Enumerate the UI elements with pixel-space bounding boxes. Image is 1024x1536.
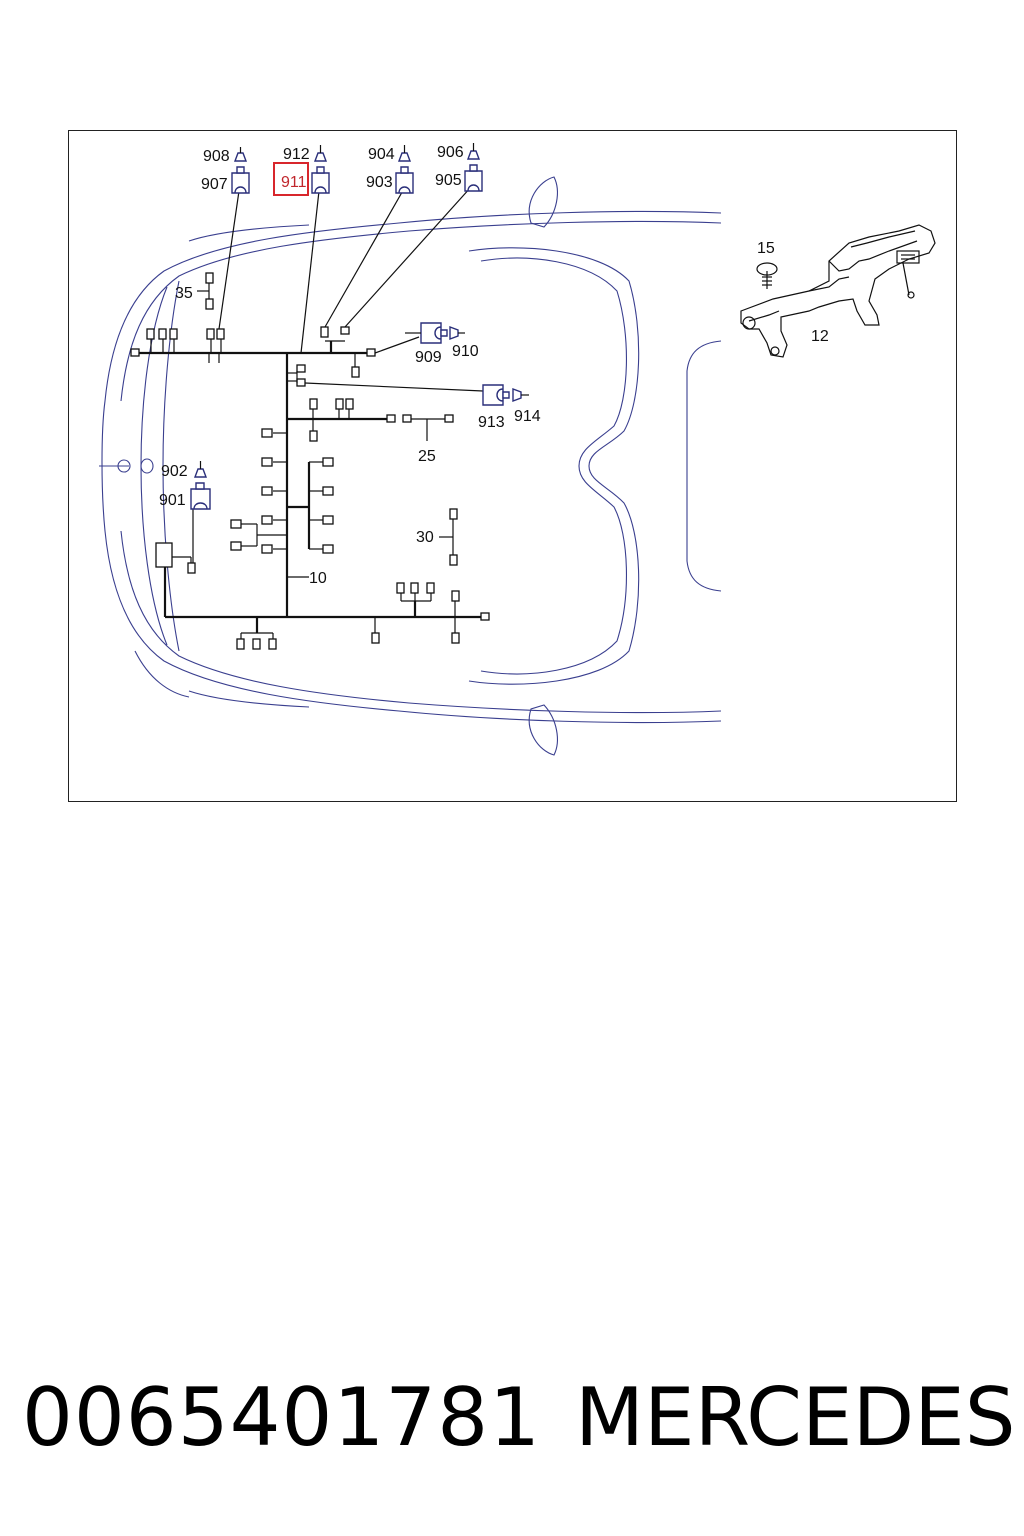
callout-901: 901	[159, 492, 186, 509]
parts-diagram-frame: 908 907 912 911 904 903 906 905 35 909 9…	[68, 130, 957, 802]
connector-907	[231, 166, 250, 194]
callout-35: 35	[175, 285, 193, 302]
connector-908	[233, 147, 248, 162]
wiring-harness	[130, 186, 490, 650]
callout-10: 10	[309, 570, 327, 587]
car-body-outline	[99, 176, 722, 756]
callout-912: 912	[283, 146, 310, 163]
brand-name: MERCEDES	[575, 1371, 1016, 1464]
callout-905: 905	[435, 172, 462, 189]
callout-25: 25	[418, 448, 436, 465]
callout-909: 909	[415, 349, 442, 366]
callout-914: 914	[514, 408, 541, 425]
callout-907: 907	[201, 176, 228, 193]
connector-910	[449, 325, 465, 341]
callout-30: 30	[416, 529, 434, 546]
connector-913	[482, 384, 510, 406]
callout-906: 906	[437, 144, 464, 161]
callout-913: 913	[478, 414, 505, 431]
connector-904	[397, 145, 412, 162]
connector-906	[466, 143, 481, 160]
connector-912	[313, 145, 328, 162]
screw-part-15	[756, 262, 778, 289]
part-number: 0065401781	[22, 1371, 541, 1464]
callout-labels: 908 907 912 911 904 903 906 905 35 909 9…	[159, 144, 829, 587]
callout-911: 911	[281, 174, 307, 191]
callout-910: 910	[452, 343, 479, 360]
callout-903: 903	[366, 174, 393, 191]
callout-15: 15	[757, 240, 775, 257]
callout-12: 12	[811, 328, 829, 345]
callout-904: 904	[368, 146, 395, 163]
callout-902: 902	[161, 463, 188, 480]
bracket-part-12	[740, 224, 936, 358]
highlight-box-911	[273, 162, 309, 196]
callout-908: 908	[203, 148, 230, 165]
connector-housings	[190, 143, 529, 510]
footer: 0065401781 MERCEDES	[0, 1368, 1024, 1468]
connector-903	[395, 166, 414, 194]
connector-909	[405, 322, 448, 344]
wiring-harness-diagram: 908 907 912 911 904 903 906 905 35 909 9…	[99, 143, 936, 756]
connector-902	[193, 461, 208, 478]
connector-911	[311, 166, 330, 194]
connector-905	[464, 164, 483, 192]
connector-914	[512, 387, 529, 403]
connector-901	[190, 482, 211, 510]
